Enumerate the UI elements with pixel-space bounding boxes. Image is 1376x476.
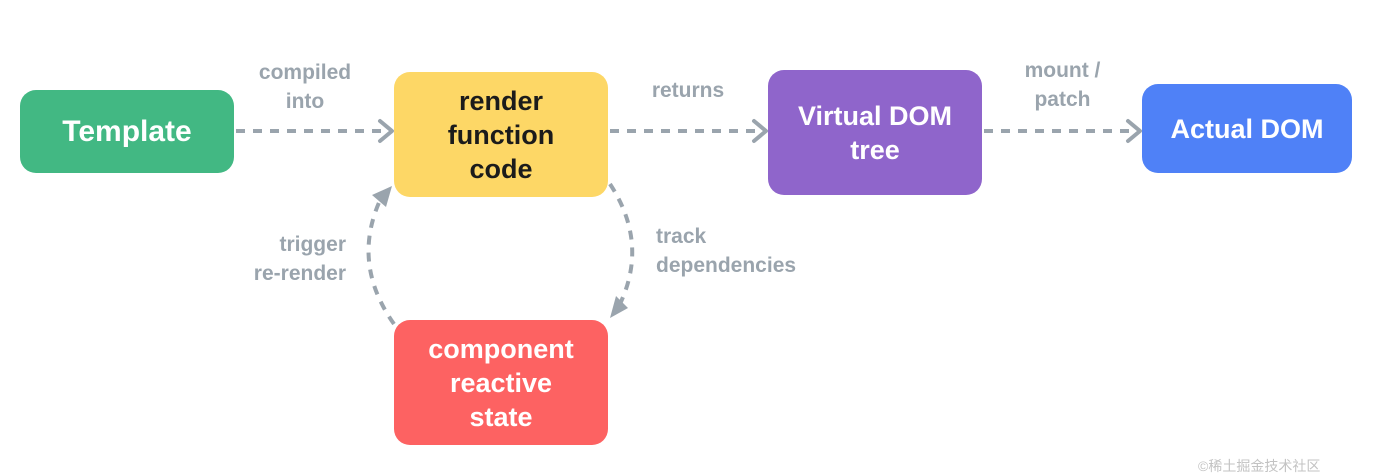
compiled-into-label: compiled into [258, 61, 352, 113]
render-function-node-label: render function code [447, 85, 555, 184]
trigger-re-render-label: trigger re-render [253, 233, 346, 285]
watermark-text: ©稀土掘金技术社区 [1198, 458, 1321, 474]
arrowhead-trigger [372, 186, 392, 207]
edge-track-dependencies [608, 182, 635, 309]
edge-trigger-re-render [366, 195, 396, 326]
virtual-dom-node-label: Virtual DOM tree [797, 100, 953, 165]
track-dependencies-label: track dependencies [656, 225, 797, 277]
arrowhead-returns [752, 119, 768, 143]
actual-dom-node-label: Actual DOM [1170, 113, 1324, 144]
template-node-label: Template [62, 114, 192, 148]
virtual-dom-node: Virtual DOM tree [768, 70, 982, 195]
arrowhead-track [610, 296, 628, 318]
component-state-node-label: component reactive state [428, 333, 574, 432]
template-node: Template [20, 90, 234, 173]
arrowhead-compiled [378, 119, 394, 143]
returns-label: returns [651, 79, 725, 102]
mount-patch-label: mount / patch [1024, 59, 1101, 111]
render-function-node: render function code [394, 72, 608, 197]
actual-dom-node: Actual DOM [1142, 84, 1352, 173]
arrowhead-mount [1126, 119, 1142, 143]
component-state-node: component reactive state [394, 320, 608, 445]
